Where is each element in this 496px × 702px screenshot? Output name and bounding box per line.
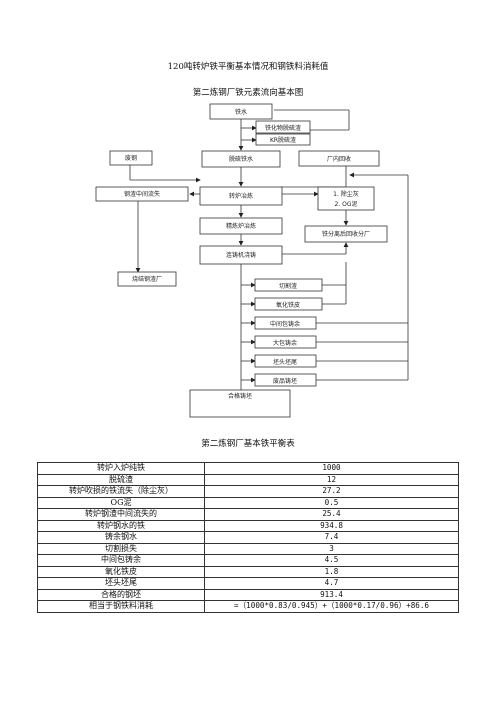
node-iron: 铁水 bbox=[235, 108, 247, 116]
node-og: 2. OG泥 bbox=[334, 200, 357, 208]
row-label: 氧化铁皮 bbox=[37, 565, 205, 578]
node-caster: 连铸机浇铸 bbox=[226, 251, 256, 259]
row-label: 中间包铸余 bbox=[37, 554, 205, 567]
row-value: 913.4 bbox=[204, 588, 459, 601]
node-desulf-iron: 脱硫铁水 bbox=[229, 155, 253, 163]
node-ladle: 大包铸余 bbox=[273, 339, 297, 347]
node-cut-slag: 切割渣 bbox=[279, 282, 297, 290]
row-label: 转炉钢渣中间流失的 bbox=[37, 508, 205, 521]
flow-diagram-title: 第二炼钢厂铁元素流向基本图 bbox=[192, 88, 304, 98]
row-value: 1.8 bbox=[204, 565, 459, 578]
row-label: 脱硫渣 bbox=[37, 473, 205, 486]
row-label: 铸余钢水 bbox=[37, 531, 205, 544]
row-value: 25.4 bbox=[204, 508, 459, 521]
row-value: 4.5 bbox=[204, 554, 459, 567]
row-label: 转炉入炉纯铁 bbox=[37, 462, 205, 475]
row-label: 转炉钢水的铁 bbox=[37, 519, 205, 532]
row-label: 切割损失 bbox=[37, 542, 205, 555]
node-oxide: 氧化铁皮 bbox=[276, 301, 300, 309]
node-crop: 坯头坯尾 bbox=[273, 358, 297, 366]
iron-flow-diagram: 铁水 铁化物脱硫渣 KR脱硫渣 废钢 脱硫铁水 厂内回收 钢渣中间流失 转炉冶炼… bbox=[95, 103, 409, 418]
node-scrap: 废钢 bbox=[125, 154, 137, 162]
row-value: 12 bbox=[204, 473, 459, 486]
node-tundish: 中间包铸余 bbox=[270, 320, 300, 328]
row-label: 坯头坯尾 bbox=[37, 577, 205, 590]
row-value: 7.4 bbox=[204, 531, 459, 544]
row-label: 合格的钢坯 bbox=[37, 588, 205, 601]
node-kr: KR脱硫渣 bbox=[270, 136, 296, 144]
table-row: 转炉吹损的铁流失（除尘灰）27.2 bbox=[37, 485, 459, 498]
node-scrap-billet: 废品铸坯 bbox=[273, 377, 297, 385]
node-desulf-slag: 铁化物脱硫渣 bbox=[265, 124, 301, 132]
node-good-billet: 合格铸坯 bbox=[228, 392, 252, 400]
node-sinter: 烧结钢渣厂 bbox=[132, 275, 162, 283]
table-row: 相当于钢铁料消耗=（1000*0.83/0.945）+（1000*0.17/0.… bbox=[37, 600, 459, 613]
row-value: 0.5 bbox=[204, 496, 459, 509]
node-separate: 铁分离后回收分厂 bbox=[322, 230, 370, 238]
node-plant-recycle: 厂内回收 bbox=[327, 155, 351, 163]
node-converter: 转炉冶炼 bbox=[229, 192, 253, 200]
node-dust: 1. 除尘灰 bbox=[333, 190, 359, 198]
page-title: 120吨转炉铁平衡基本情况和钢铁料消耗值 bbox=[167, 62, 329, 72]
node-slag-loss: 钢渣中间流失 bbox=[124, 190, 160, 198]
row-label: 转炉吹损的铁流失（除尘灰） bbox=[37, 485, 205, 498]
row-value: 934.8 bbox=[204, 519, 459, 532]
row-label: OG泥 bbox=[37, 496, 205, 509]
table-title: 第二炼钢厂基本铁平衡表 bbox=[201, 439, 295, 449]
node-refine: 精炼炉冶炼 bbox=[226, 222, 256, 230]
row-label: 相当于钢铁料消耗 bbox=[37, 600, 205, 613]
row-value: 3 bbox=[204, 542, 459, 555]
row-value: 27.2 bbox=[204, 485, 459, 498]
row-value: 4.7 bbox=[204, 577, 459, 590]
row-value: =（1000*0.83/0.945）+（1000*0.17/0.96）+86.6 bbox=[204, 600, 459, 613]
row-value: 1000 bbox=[204, 462, 459, 475]
